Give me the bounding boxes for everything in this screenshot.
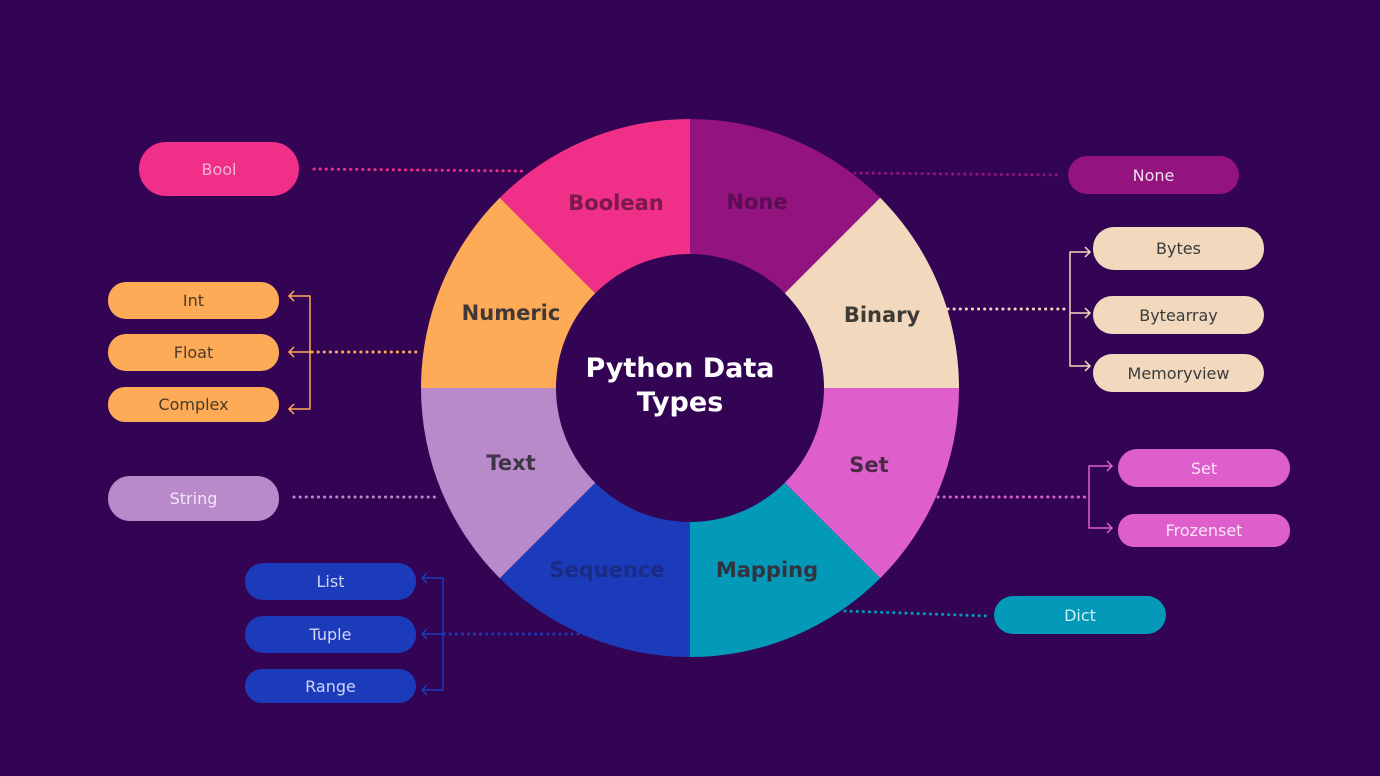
bracket-sequence [422, 577, 444, 691]
arrow-tuple [420, 628, 428, 640]
pill-memoryview: Memoryview [1093, 354, 1264, 392]
pill-string: String [108, 476, 279, 521]
pill-bytearray: Bytearray [1093, 296, 1264, 334]
pill-bytes: Bytes [1093, 227, 1264, 270]
wheel-center [556, 254, 824, 522]
arrow-frozenset [1106, 522, 1114, 534]
segment-label-text: Text [486, 451, 535, 475]
segment-label-mapping: Mapping [716, 558, 818, 582]
pill-complex: Complex [108, 387, 279, 422]
connector-mapping [843, 609, 992, 618]
arrow-bytearray [1084, 307, 1092, 319]
connector-boolean [312, 167, 524, 173]
segment-label-sequence: Sequence [549, 558, 664, 582]
bracket-numeric [289, 295, 311, 410]
segment-label-none: None [726, 190, 787, 214]
bracket-binary [1069, 251, 1090, 367]
segment-label-binary: Binary [844, 303, 921, 327]
arrow-list [420, 572, 428, 584]
pill-none: None [1068, 156, 1239, 194]
pill-tuple: Tuple [245, 616, 416, 653]
segment-label-set: Set [849, 453, 888, 477]
pill-dict: Dict [994, 596, 1166, 634]
arrow-range [420, 684, 428, 696]
pill-bool: Bool [139, 142, 299, 196]
arrow-complex [287, 403, 295, 415]
segment-label-boolean: Boolean [568, 191, 663, 215]
pill-set: Set [1118, 449, 1290, 487]
arrow-bytes [1084, 246, 1092, 258]
diagram-title: Python Data Types [585, 353, 775, 418]
connector-none [853, 171, 1064, 177]
arrow-float [287, 346, 295, 358]
pill-range: Range [245, 669, 416, 703]
pill-float: Float [108, 334, 279, 371]
pill-int: Int [108, 282, 279, 319]
arrow-memoryview [1084, 360, 1092, 372]
arrow-int [287, 290, 295, 302]
segment-label-numeric: Numeric [462, 301, 561, 325]
arrow-set [1106, 460, 1114, 472]
connector-lines [287, 167, 1114, 696]
pill-list: List [245, 563, 416, 600]
pill-frozenset: Frozenset [1118, 514, 1290, 547]
bracket-set [1088, 465, 1112, 529]
